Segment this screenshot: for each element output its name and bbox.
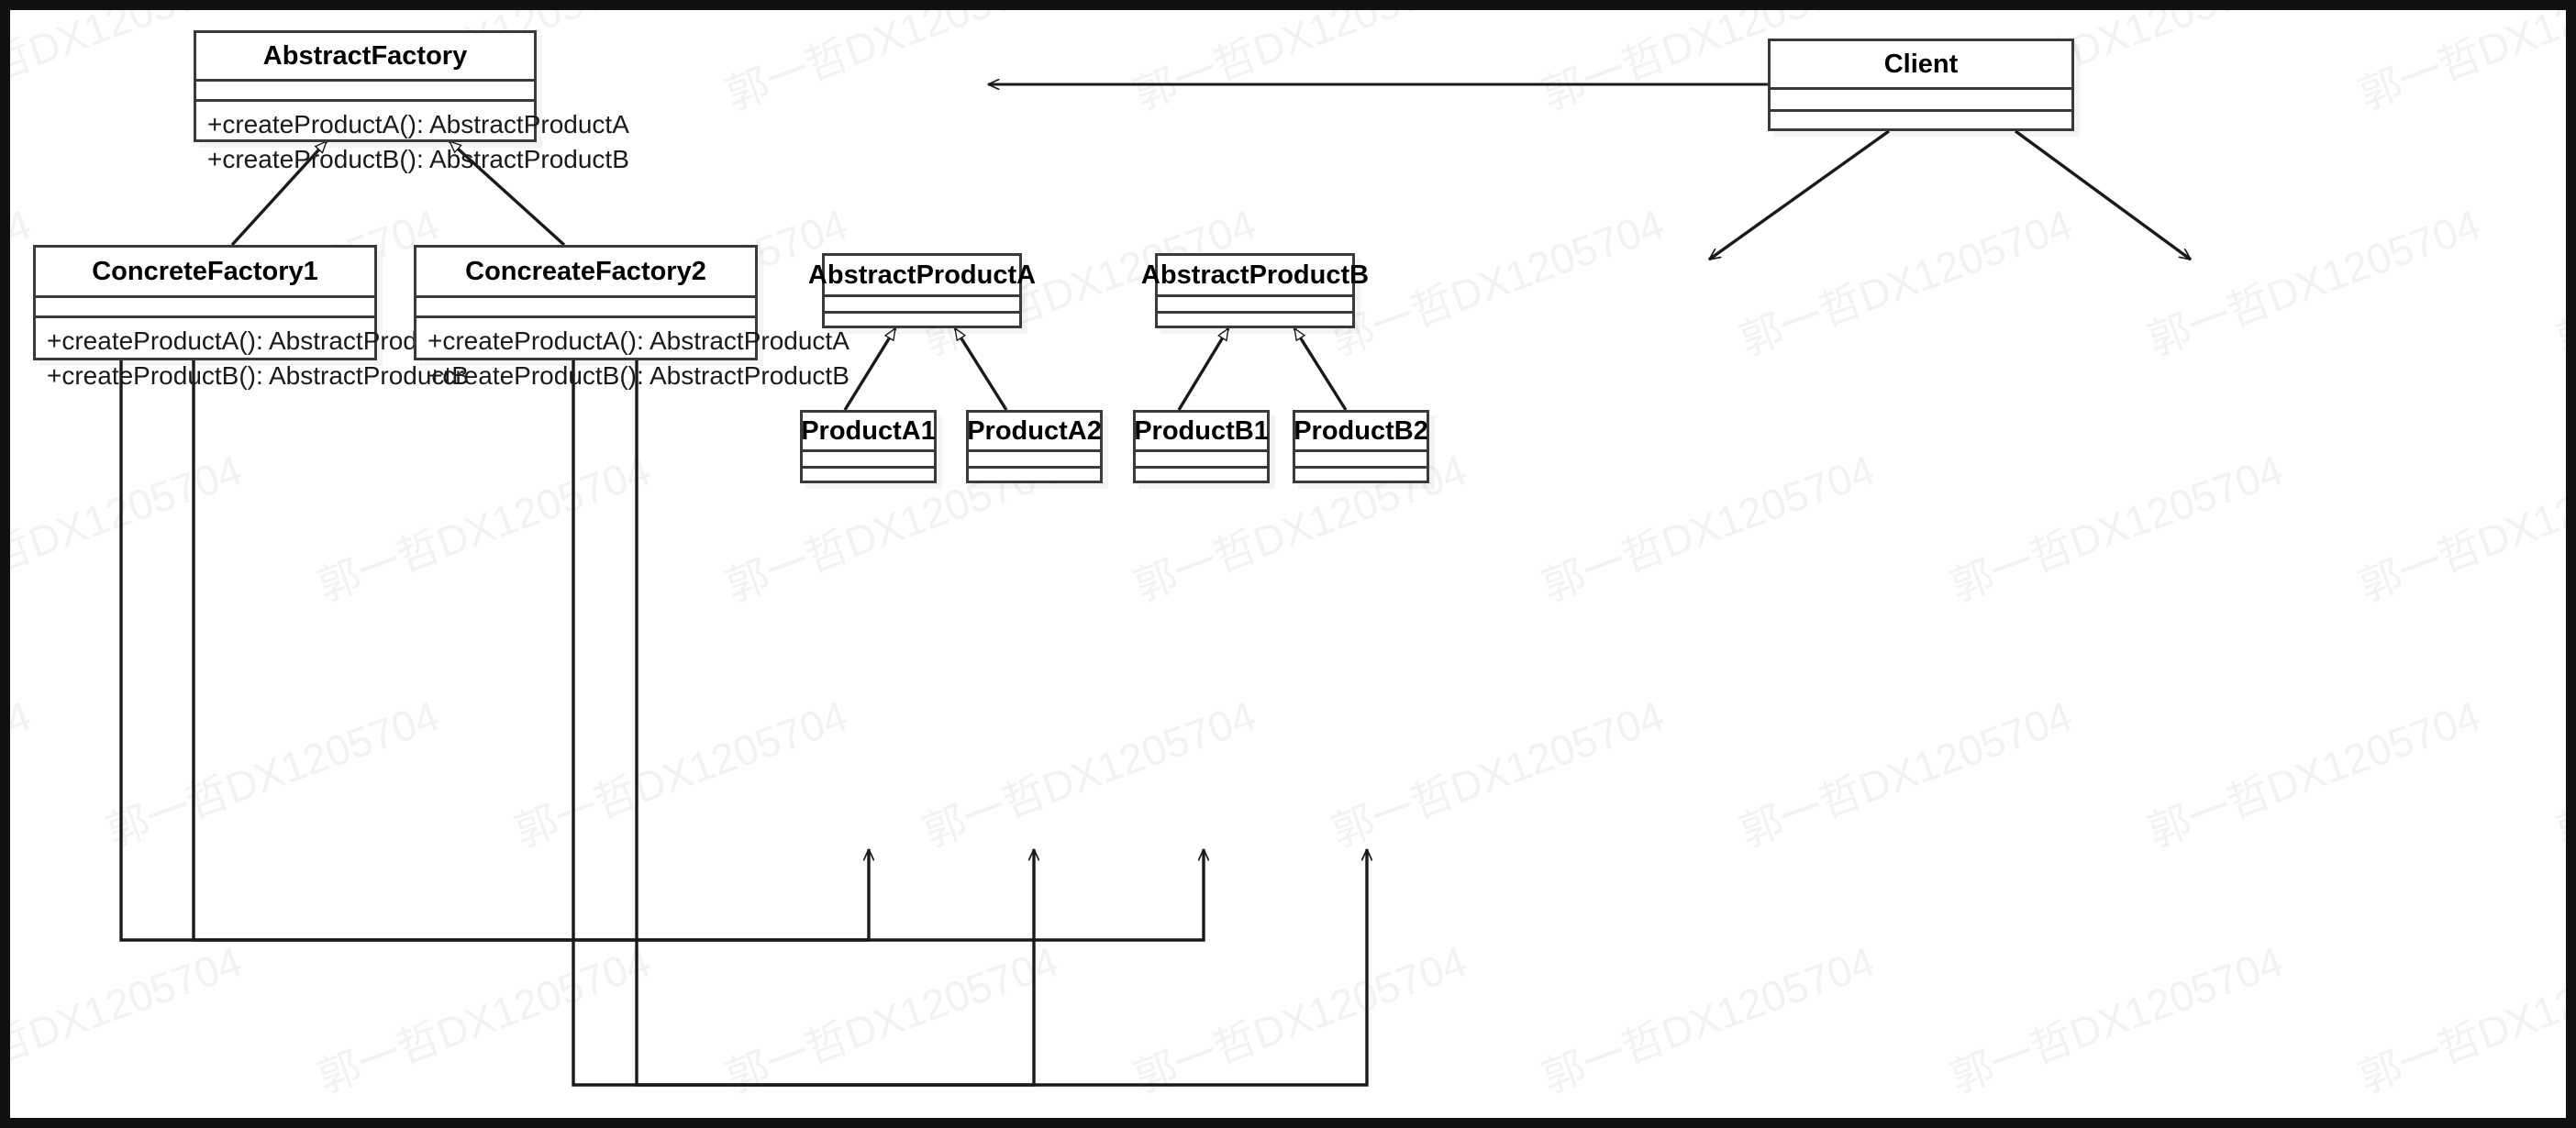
class-operations-product-a1	[803, 466, 934, 482]
class-name-product-a2: ProductA2	[967, 415, 1102, 446]
class-attributes-abstract-factory	[196, 79, 534, 99]
class-name-concreate-factory-2: ConcreateFactory2	[465, 256, 706, 286]
class-operations-abstract-product-a	[825, 311, 1019, 327]
class-operations-concrete-factory-1: +createProductA(): AbstractProductA +cre…	[36, 315, 469, 399]
class-name-product-b2: ProductB2	[1294, 415, 1428, 446]
class-operations-concreate-factory-2: +createProductA(): AbstractProductA +cre…	[416, 315, 849, 399]
operation-line: +createProductA(): AbstractProductA	[427, 326, 849, 355]
edge-producta2-to-abstractproducta	[953, 328, 1008, 411]
class-box-abstract-factory[interactable]: AbstractFactory +createProductA(): Abstr…	[194, 30, 629, 173]
class-operations-abstract-factory: +createProductA(): AbstractProductA +cre…	[196, 99, 629, 182]
edge-productb1-to-abstractproductb	[1177, 328, 1230, 411]
class-box-product-b2[interactable]: ProductB2	[1293, 410, 1429, 483]
operation-line: +createProductB(): AbstractProductB	[427, 360, 849, 390]
operation-line: +createProductB(): AbstractProductB	[207, 144, 629, 173]
operation-line: +createProductA(): AbstractProductA	[207, 110, 629, 138]
class-attributes-abstract-product-a	[825, 294, 1019, 311]
class-box-product-b1[interactable]: ProductB1	[1133, 410, 1270, 483]
class-attributes-client	[1771, 87, 2071, 109]
class-box-product-a2[interactable]: ProductA2	[966, 410, 1103, 483]
operation-line: +createProductA(): AbstractProductA	[47, 326, 469, 355]
edge-productb2-to-abstractproductb	[1293, 328, 1348, 411]
class-box-concreate-factory-2[interactable]: ConcreateFactory2 +createProductA(): Abs…	[414, 245, 849, 390]
class-name-concrete-factory-1: ConcreteFactory1	[92, 256, 318, 286]
edge-client-to-abstractproducta	[1708, 129, 1890, 261]
class-attributes-product-a1	[803, 449, 934, 466]
edge-concretefactory1-to-productb1	[192, 360, 1204, 942]
class-operations-product-b2	[1295, 466, 1427, 482]
class-operations-product-a2	[969, 466, 1100, 482]
class-name-product-b1: ProductB1	[1134, 415, 1269, 446]
class-name-client: Client	[1883, 49, 1959, 79]
edge-concreatefactory2-to-abstractfactory	[450, 139, 566, 247]
operation-line: +createProductB(): AbstractProductB	[47, 360, 469, 390]
class-attributes-concrete-factory-1	[36, 295, 374, 315]
edge-concreatefactory2-to-productb2	[635, 360, 1367, 1087]
class-operations-product-b1	[1136, 466, 1267, 482]
class-attributes-abstract-product-b	[1158, 294, 1352, 311]
class-attributes-product-b2	[1295, 449, 1427, 466]
class-box-client[interactable]: Client	[1768, 39, 2074, 131]
class-attributes-product-a2	[969, 449, 1100, 466]
edge-concretefactory1-to-producta1	[119, 360, 869, 942]
relationship-edges	[119, 10, 2193, 1087]
class-name-product-a1: ProductA1	[801, 415, 936, 446]
class-box-product-a1[interactable]: ProductA1	[800, 410, 937, 483]
class-attributes-product-b1	[1136, 449, 1267, 466]
class-operations-client	[1771, 109, 2071, 131]
edge-concretefactory1-to-abstractfactory	[230, 141, 328, 247]
class-name-abstract-product-a: AbstractProductA	[807, 260, 1037, 290]
class-name-abstract-product-b: AbstractProductB	[1140, 260, 1370, 290]
class-name-abstract-factory: AbstractFactory	[262, 40, 468, 71]
class-operations-abstract-product-b	[1158, 311, 1352, 327]
edge-producta1-to-abstractproducta	[843, 328, 897, 411]
class-box-abstract-product-a[interactable]: AbstractProductA	[807, 253, 1037, 328]
class-box-abstract-product-b[interactable]: AbstractProductB	[1140, 253, 1370, 328]
edge-client-to-abstractproductb	[2014, 129, 2193, 261]
class-attributes-concreate-factory-2	[416, 295, 755, 315]
class-box-concrete-factory-1[interactable]: ConcreteFactory1 +createProductA(): Abst…	[33, 245, 469, 390]
